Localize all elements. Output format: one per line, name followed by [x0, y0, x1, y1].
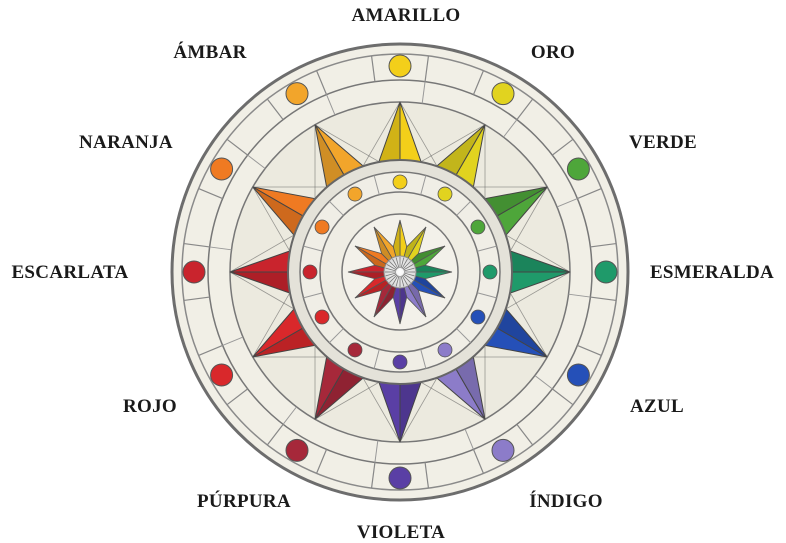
label-purpura: PÚRPURA: [197, 490, 291, 512]
label-indigo: ÍNDIGO: [529, 490, 603, 512]
inner-dot-rojo: [315, 310, 329, 324]
inner-dot-violeta: [393, 355, 407, 369]
inner-dot-oro: [438, 187, 452, 201]
outer-dot-oro: [492, 83, 514, 105]
outer-dot-purpura: [286, 439, 308, 461]
label-oro: ORO: [531, 42, 575, 63]
label-verde: VERDE: [629, 132, 697, 153]
label-rojo: ROJO: [123, 396, 177, 417]
label-ambar: ÁMBAR: [173, 41, 246, 63]
outer-dot-violeta: [389, 467, 411, 489]
inner-dot-purpura: [348, 343, 362, 357]
outer-dot-amarillo: [389, 55, 411, 77]
label-azul: AZUL: [630, 396, 684, 417]
outer-dot-ambar: [286, 83, 308, 105]
inner-dot-amarillo: [393, 175, 407, 189]
label-naranja: NARANJA: [79, 132, 173, 153]
label-escarlata: ESCARLATA: [11, 262, 128, 283]
inner-dot-ambar: [348, 187, 362, 201]
inner-dot-azul: [471, 310, 485, 324]
label-amarillo: AMARILLO: [351, 5, 460, 26]
outer-dot-azul: [567, 364, 589, 386]
label-esmeralda: ESMERALDA: [650, 262, 774, 283]
outer-dot-escarlata: [183, 261, 205, 283]
inner-dot-escarlata: [303, 265, 317, 279]
label-violeta: VIOLETA: [357, 522, 445, 543]
inner-dot-verde: [471, 220, 485, 234]
outer-dot-naranja: [211, 158, 233, 180]
outer-dot-indigo: [492, 439, 514, 461]
outer-dot-rojo: [211, 364, 233, 386]
inner-dot-esmeralda: [483, 265, 497, 279]
inner-dot-naranja: [315, 220, 329, 234]
outer-dot-esmeralda: [595, 261, 617, 283]
outer-dot-verde: [567, 158, 589, 180]
inner-dot-indigo: [438, 343, 452, 357]
